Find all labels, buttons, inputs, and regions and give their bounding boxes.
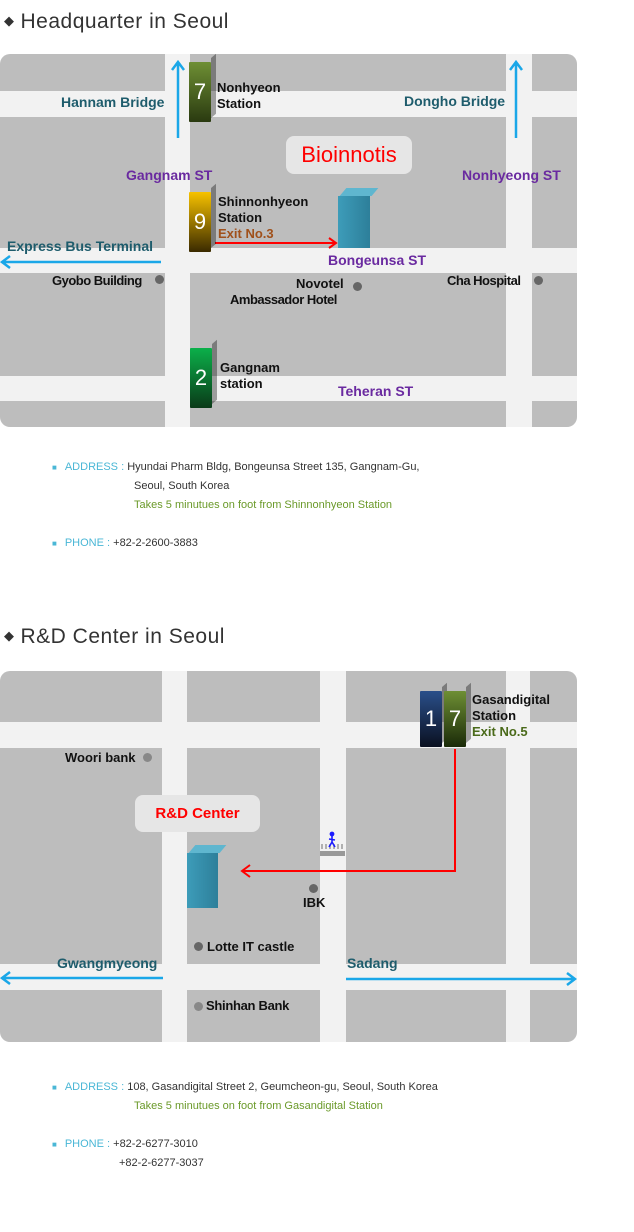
label-gwangmyeong: Gwangmyeong xyxy=(57,955,158,971)
station-line-7: 7 xyxy=(189,62,211,122)
diamond-icon: ◆ xyxy=(4,13,15,28)
road xyxy=(0,722,577,748)
road xyxy=(0,248,577,273)
hq-info: ■ADDRESS : Hyundai Pharm Bldg, Bongeunsa… xyxy=(52,461,420,549)
label-express: Express Bus Terminal xyxy=(7,238,154,254)
landmark-dot xyxy=(194,1002,203,1011)
station-line-1: 1 xyxy=(420,691,442,747)
landmark-dot xyxy=(534,276,543,285)
pedestrian-icon xyxy=(328,831,336,848)
station-line-9: 9 xyxy=(189,192,211,252)
bullet-icon: ■ xyxy=(52,1140,57,1149)
road xyxy=(0,376,577,401)
label-sadang: Sadang xyxy=(347,955,398,971)
bullet-icon: ■ xyxy=(52,539,57,548)
arrow-express xyxy=(0,255,161,269)
landmark-shinhan: Shinhan Bank xyxy=(206,998,290,1013)
landmark-dot xyxy=(155,275,164,284)
landmark-ambassador: Ambassador Hotel xyxy=(230,292,337,307)
landmark-gyobo: Gyobo Building xyxy=(52,273,142,288)
landmark-novotel: Novotel xyxy=(296,276,344,291)
rd-title: ◆R&D Center in Seoul xyxy=(4,625,225,648)
label-hannam: Hannam Bridge xyxy=(61,94,165,110)
bullet-icon: ■ xyxy=(52,1083,57,1092)
bullet-icon: ■ xyxy=(52,463,57,472)
landmark-ibk: IBK xyxy=(303,895,326,910)
building-icon xyxy=(338,196,370,248)
landmark-dot xyxy=(353,282,362,291)
label-dongho: Dongho Bridge xyxy=(404,93,506,109)
hq-title: ◆Headquarter in Seoul xyxy=(4,10,229,33)
rd-info: ■ADDRESS : 108, Gasandigital Street 2, G… xyxy=(52,1081,438,1169)
company-bubble: R&D Center xyxy=(135,795,260,832)
station-line-7: 7 xyxy=(444,691,466,747)
landmark-lotte: Lotte IT castle xyxy=(207,939,295,954)
landmark-woori: Woori bank xyxy=(65,750,136,765)
landmark-dot xyxy=(194,942,203,951)
crosswalk-icon xyxy=(320,844,345,856)
road xyxy=(0,91,577,117)
street-gangnam: Gangnam ST xyxy=(126,167,213,183)
route-arrow xyxy=(240,749,456,878)
route-arrow xyxy=(215,237,338,249)
station-line-2: 2 xyxy=(190,348,212,408)
arrow-gwangmyeong xyxy=(0,971,163,985)
diamond-icon: ◆ xyxy=(4,628,15,643)
company-bubble: Bioinnotis xyxy=(286,136,412,174)
arrow-sadang xyxy=(346,972,577,986)
landmark-dot xyxy=(309,884,318,893)
arrows xyxy=(0,59,523,269)
street-bongeunsa: Bongeunsa ST xyxy=(328,252,427,268)
street-teheran: Teheran ST xyxy=(338,383,414,399)
arrows xyxy=(0,749,577,986)
arrow-hannam xyxy=(171,59,185,138)
street-nonhyeong: Nonhyeong ST xyxy=(462,167,561,183)
landmark-cha: Cha Hospital xyxy=(447,273,521,288)
arrow-dongho xyxy=(509,59,523,138)
building-icon xyxy=(187,853,218,908)
landmark-dot xyxy=(143,753,152,762)
hq-map: Hannam Bridge Dongho Bridge Express Bus … xyxy=(0,54,577,427)
